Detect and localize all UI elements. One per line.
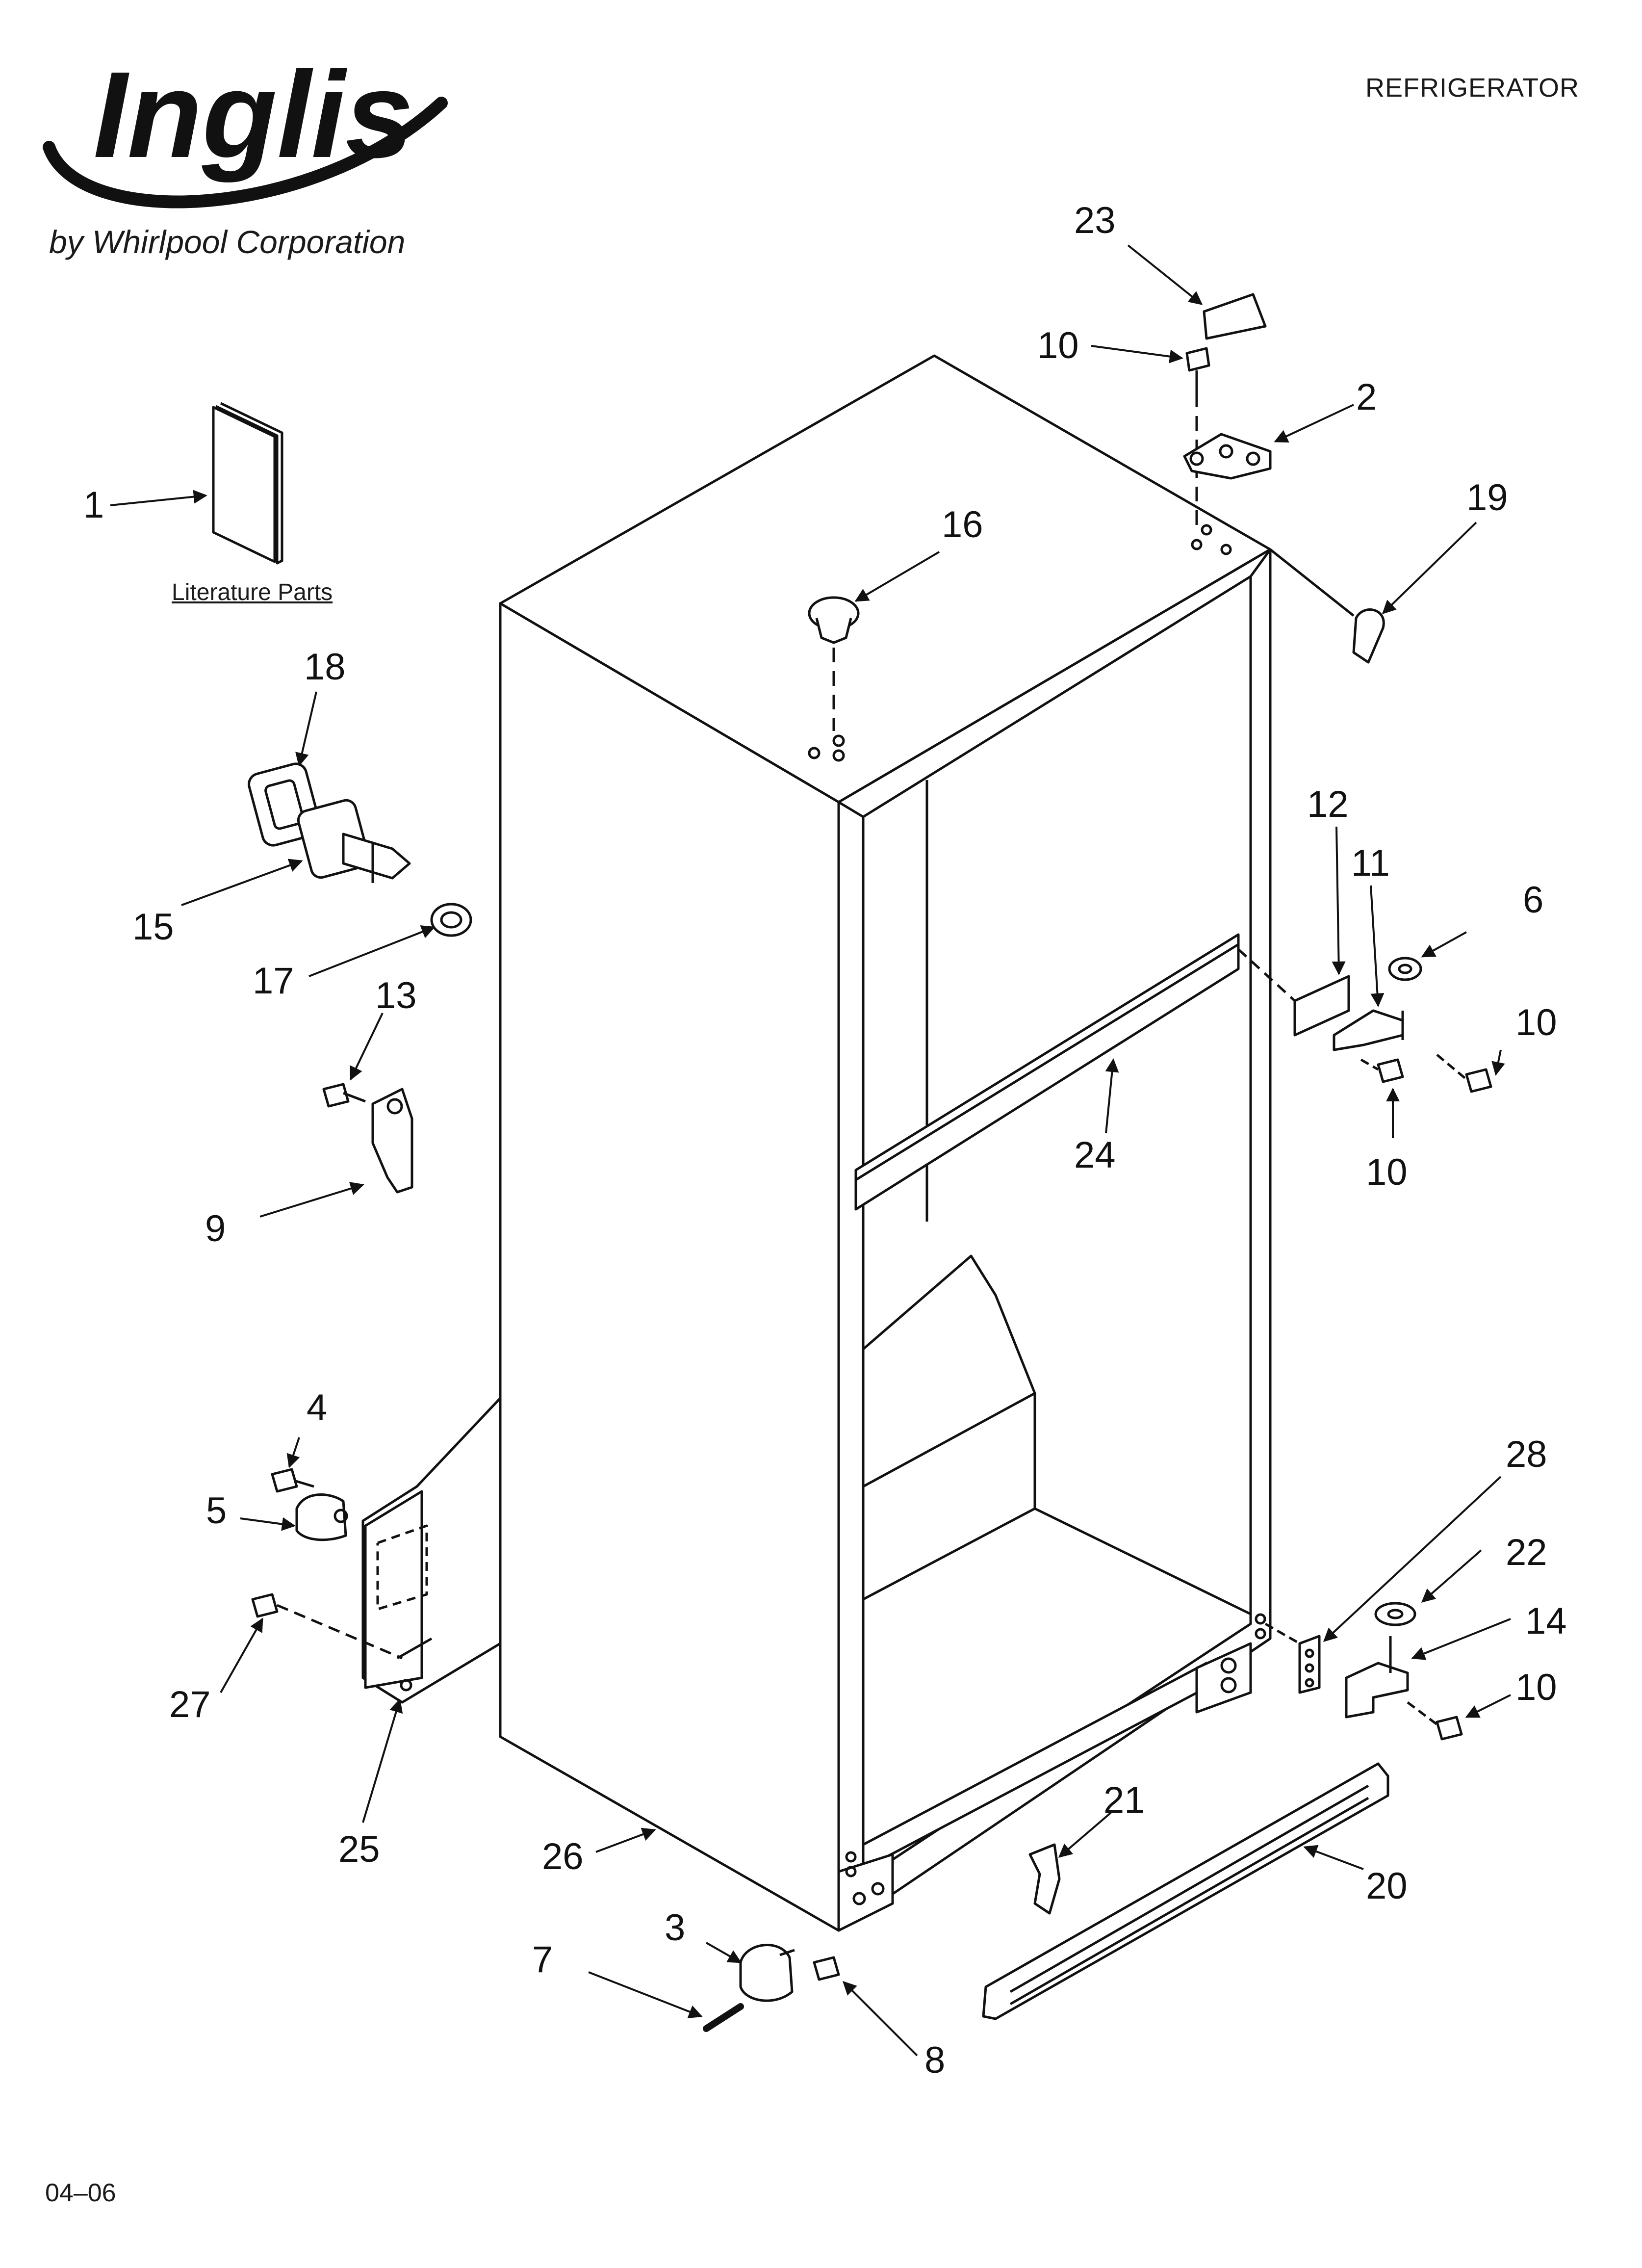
callout-20: 20 — [1366, 1865, 1408, 1907]
callout-10-center-lower: 10 — [1366, 1151, 1408, 1193]
part-11-hinge — [1333, 1009, 1404, 1051]
part-23-cap — [1203, 293, 1267, 340]
callout-7: 7 — [532, 1939, 553, 1981]
document-title: REFRIGERATOR — [1365, 73, 1579, 103]
callout-21: 21 — [1103, 1779, 1145, 1821]
callout-23: 23 — [1074, 200, 1116, 241]
part-10-center-screws — [1360, 1054, 1492, 1093]
callout-13: 13 — [375, 975, 417, 1017]
callout-24: 24 — [1074, 1134, 1116, 1176]
callout-10-center-right: 10 — [1515, 1002, 1557, 1043]
callout-5: 5 — [206, 1490, 227, 1532]
callout-1: 1 — [83, 484, 104, 526]
part-17-ring — [430, 903, 472, 937]
part-22-washer — [1374, 1602, 1416, 1626]
part-10-bottom-screw — [1407, 1701, 1463, 1741]
callout-22: 22 — [1506, 1532, 1547, 1573]
part-10-top-screw — [1185, 347, 1210, 530]
callout-15: 15 — [132, 906, 174, 948]
rear-panel-bracket — [361, 1397, 502, 1704]
part-7-pin — [703, 2003, 744, 2032]
callout-10-bottom: 10 — [1515, 1667, 1557, 1708]
part-3-roller — [739, 1944, 795, 2002]
callout-4: 4 — [307, 1387, 327, 1429]
part-2-top-hinge — [1183, 433, 1272, 480]
part-20-toe-grille — [982, 1762, 1389, 2020]
callout-27: 27 — [169, 1684, 211, 1725]
literature-parts-label: Literature Parts — [172, 579, 333, 605]
part-6-washer — [1388, 957, 1422, 981]
callout-17: 17 — [253, 960, 294, 1002]
callout-2: 2 — [1356, 376, 1377, 418]
brand-byline: by Whirlpool Corporation — [49, 224, 406, 260]
brand-logo: Inglis — [43, 46, 448, 209]
literature-book — [212, 402, 283, 565]
leader-lines — [110, 244, 1511, 2057]
callout-9: 9 — [205, 1208, 226, 1250]
part-27-screw — [251, 1593, 403, 1660]
part-21-clip — [1028, 1843, 1061, 1915]
part-14-bottom-hinge — [1345, 1636, 1409, 1719]
part-4-screw — [271, 1468, 314, 1493]
callout-12: 12 — [1307, 783, 1349, 825]
part-28-shim — [1264, 1622, 1321, 1694]
part-19-cover — [1269, 548, 1385, 664]
callout-28: 28 — [1506, 1434, 1547, 1475]
document-date: 04–06 — [45, 2179, 116, 2207]
callout-3: 3 — [665, 1907, 685, 1949]
callout-16: 16 — [942, 504, 983, 546]
callout-11: 11 — [1351, 842, 1390, 884]
callout-8: 8 — [924, 2039, 945, 2081]
callout-25: 25 — [338, 1828, 380, 1870]
callout-19: 19 — [1466, 477, 1508, 519]
part-8-screw — [813, 1956, 840, 1981]
callout-6: 6 — [1523, 879, 1543, 921]
cabinet — [499, 354, 1272, 1932]
part-12-bracket — [1237, 948, 1350, 1037]
callout-26: 26 — [542, 1836, 584, 1877]
part-16-plug — [808, 596, 860, 731]
part-5-clamp — [295, 1493, 348, 1541]
callout-14: 14 — [1525, 1600, 1567, 1642]
part-13-screw — [322, 1083, 366, 1108]
part-9-clip — [371, 1088, 413, 1194]
callout-18: 18 — [304, 646, 346, 688]
part-15-handle — [297, 799, 411, 883]
callout-10-top: 10 — [1037, 325, 1079, 366]
logo-swoosh — [43, 97, 448, 209]
callout-labels: 1 2 3 4 5 6 7 8 9 10 10 10 10 11 12 13 1… — [83, 200, 1567, 2081]
